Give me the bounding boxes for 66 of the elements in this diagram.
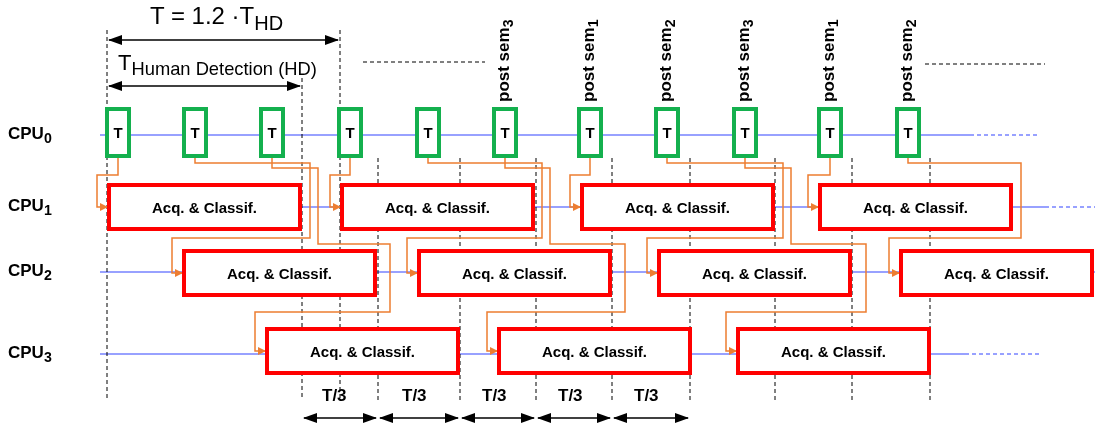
arrow xyxy=(888,157,1022,277)
box-label: T xyxy=(500,124,510,141)
box-label: Acq. & Classif. xyxy=(462,264,567,282)
box-label: T xyxy=(423,124,433,141)
process-box xyxy=(182,249,377,297)
process-box xyxy=(657,249,852,297)
task-box xyxy=(105,107,131,158)
box-label: Acq. & Classif. xyxy=(702,264,807,282)
arrow xyxy=(254,157,391,355)
box-label: Acq. & Classif. xyxy=(385,198,490,216)
box-label: Acq. & Classif. xyxy=(944,264,1049,282)
box-label: T xyxy=(662,124,672,141)
row-label: CPU$_{3}$ xyxy=(8,343,52,366)
row-label: CPU$_{2}$ xyxy=(8,261,52,284)
arrow xyxy=(646,157,784,277)
process-box xyxy=(899,249,1094,297)
box-label: Acq. & Classif. xyxy=(781,342,886,360)
arrow xyxy=(807,157,831,211)
process-box xyxy=(417,249,612,297)
arrow xyxy=(406,157,543,277)
box-label: T xyxy=(825,124,835,141)
box-label: T xyxy=(190,124,200,141)
task-box xyxy=(337,107,363,158)
arrow xyxy=(486,157,626,355)
arrow xyxy=(725,157,867,355)
dimension-label: T/3 xyxy=(634,386,659,406)
dimension-label: T/3 xyxy=(402,386,427,406)
task-box xyxy=(415,107,441,158)
row-label: CPU$_{0}$ xyxy=(8,124,52,147)
dimension-label: T$_{Human Detection (HD)}$ xyxy=(118,50,317,81)
arrow xyxy=(569,157,591,211)
box-label: T xyxy=(345,124,355,141)
task-box xyxy=(492,107,518,158)
box-label: Acq. & Classif. xyxy=(227,264,332,282)
box-label: Acq. & Classif. xyxy=(625,198,730,216)
task-box xyxy=(654,107,680,158)
box-label: Acq. & Classif. xyxy=(310,342,415,360)
process-box xyxy=(340,183,535,231)
process-box xyxy=(265,327,460,375)
box-label: Acq. & Classif. xyxy=(863,198,968,216)
box-label: Acq. & Classif. xyxy=(542,342,647,360)
box-label: T xyxy=(113,124,123,141)
task-box xyxy=(577,107,603,158)
process-box xyxy=(497,327,692,375)
task-box xyxy=(259,107,285,158)
title-formula: T = 1.2 ·T$_{HD}$ xyxy=(150,2,284,35)
box-label: T xyxy=(267,124,277,141)
box-label: T xyxy=(740,124,750,141)
box-label: Acq. & Classif. xyxy=(152,198,257,216)
process-box xyxy=(736,327,931,375)
task-box xyxy=(182,107,208,158)
arrow xyxy=(171,157,311,277)
box-label: T xyxy=(903,124,913,141)
task-box xyxy=(895,107,921,158)
dimension-label: T/3 xyxy=(322,386,347,406)
dimension-label: T/3 xyxy=(482,386,507,406)
arrow xyxy=(329,157,351,211)
box-label: T xyxy=(585,124,595,141)
task-box xyxy=(732,107,758,158)
dimension-label: T/3 xyxy=(558,386,583,406)
process-box xyxy=(818,183,1013,231)
process-box xyxy=(107,183,302,231)
process-box xyxy=(580,183,775,231)
arrow xyxy=(96,157,119,211)
row-label: CPU$_{1}$ xyxy=(8,196,52,219)
task-box xyxy=(817,107,843,158)
